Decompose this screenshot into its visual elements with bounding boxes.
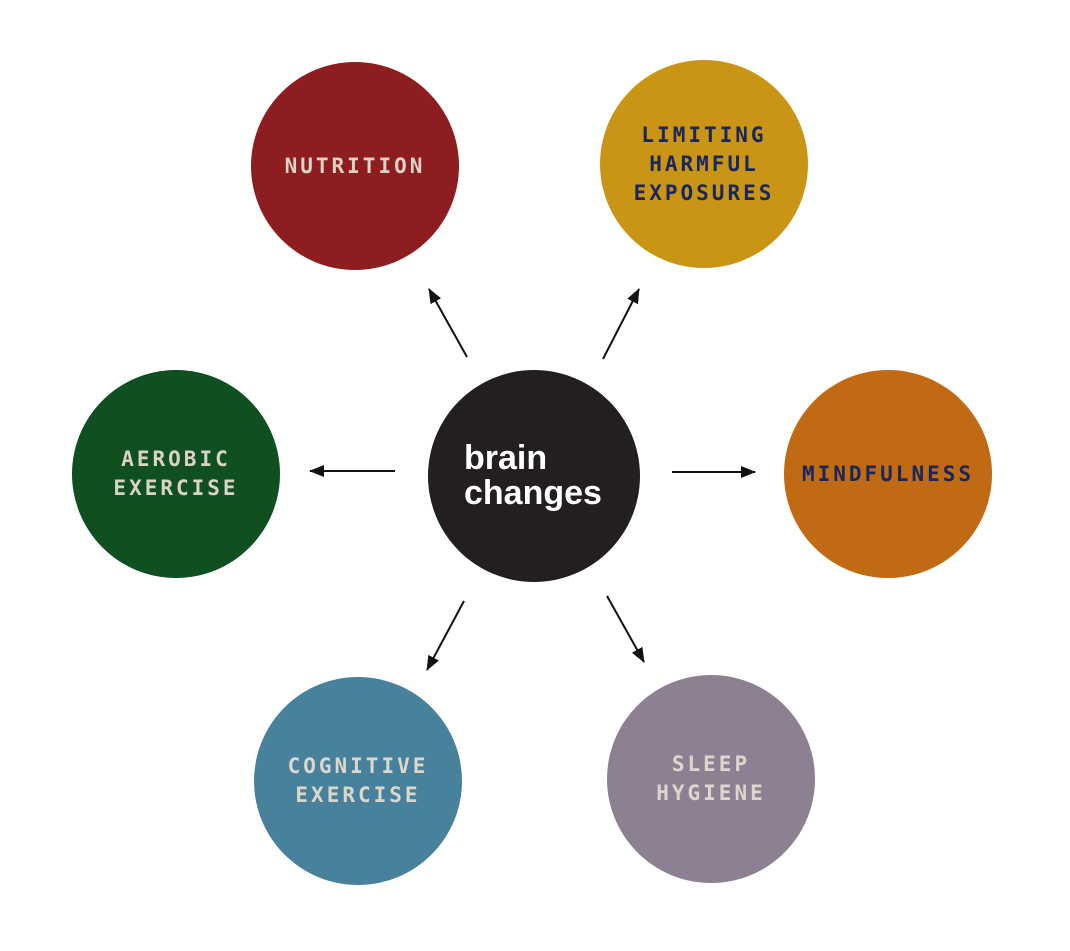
node-cognitive-exercise: COGNITIVE EXERCISE: [254, 677, 462, 885]
node-aerobic-exercise: AEROBIC EXERCISE: [72, 370, 280, 578]
node-nutrition: NUTRITION: [251, 62, 459, 270]
node-limiting-harmful-exposures-label: LIMITING HARMFUL EXPOSURES: [634, 121, 775, 208]
arrow-to-nutrition: [428, 288, 468, 358]
label-line: HARMFUL: [649, 151, 759, 176]
label-line: NUTRITION: [284, 153, 426, 178]
label-line: EXERCISE: [113, 476, 239, 500]
node-mindfulness-label: MINDFULNESS: [802, 460, 974, 489]
arrow-to-cognitive-exercise: [426, 600, 465, 671]
node-cognitive-exercise-label: COGNITIVE EXERCISE: [288, 752, 429, 810]
arrow-to-limiting-harmful-exposures: [602, 288, 640, 360]
center-label-line-1: brain: [464, 439, 548, 477]
label-line: LIMITING: [641, 122, 767, 147]
label-line: HYGIENE: [656, 781, 766, 805]
label-line: AEROBIC: [121, 447, 231, 471]
label-line: SLEEP: [671, 752, 751, 776]
label-line: MINDFULNESS: [801, 461, 975, 486]
node-aerobic-exercise-label: AEROBIC EXERCISE: [113, 445, 238, 503]
node-limiting-harmful-exposures: LIMITING HARMFUL EXPOSURES: [600, 60, 808, 268]
center-node-label: brain changes: [428, 441, 602, 511]
arrow-to-sleep-hygiene: [606, 595, 645, 663]
center-node-brain-changes: brain changes: [428, 370, 640, 582]
node-sleep-hygiene: SLEEP HYGIENE: [607, 675, 815, 883]
center-label-line-2: changes: [464, 474, 602, 512]
label-line: COGNITIVE: [287, 754, 429, 778]
node-mindfulness: MINDFULNESS: [784, 370, 992, 578]
node-sleep-hygiene-label: SLEEP HYGIENE: [656, 750, 766, 808]
label-line: EXERCISE: [295, 783, 421, 807]
label-line: EXPOSURES: [633, 180, 775, 205]
node-nutrition-label: NUTRITION: [285, 152, 426, 181]
